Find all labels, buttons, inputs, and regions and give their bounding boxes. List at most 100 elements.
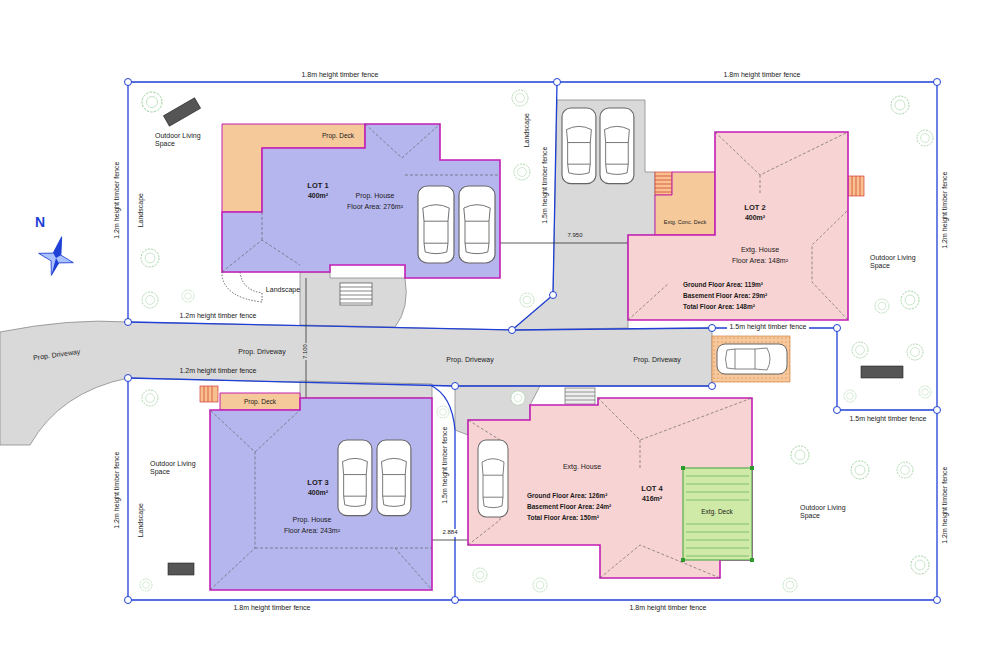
- label-slot: Outdoor Living Space: [870, 254, 928, 271]
- fence-post: [934, 79, 941, 86]
- tree: [182, 290, 194, 302]
- tree: [511, 391, 525, 405]
- label-slot: 2.884: [441, 529, 458, 536]
- text-slot: LOT 4: [641, 484, 662, 493]
- lot-text: Extg. House: [563, 463, 601, 471]
- label-slot: Outdoor Living Space: [800, 504, 858, 521]
- timber-fence: [128, 82, 937, 600]
- plan-label: Landscape: [137, 193, 145, 227]
- fence-post: [709, 383, 716, 390]
- lot-text: Extg. Conc. Deck: [664, 219, 707, 226]
- car: [478, 440, 508, 517]
- tree: [891, 96, 909, 114]
- footprint-outline: [628, 132, 848, 320]
- plan-label: 1.8m height timber fence: [629, 604, 706, 612]
- lot-text: Prop. Deck: [244, 398, 276, 406]
- text-slot: Extg. House: [741, 246, 779, 254]
- label-slot: 1.8m height timber fence: [723, 71, 800, 79]
- lot-text: Total Floor Area: 150m²: [527, 514, 599, 522]
- deck-area: Prop. Deck: [220, 393, 300, 410]
- tree: [911, 556, 929, 574]
- text-slot: Extg. Conc. Deck: [664, 219, 707, 226]
- plan-label: Prop. Driveway: [33, 348, 81, 363]
- driveway: [300, 272, 406, 327]
- parking-pad: [712, 336, 790, 382]
- fence-post: [550, 292, 557, 299]
- footprint-fill: [628, 132, 848, 320]
- stairs: [655, 172, 672, 195]
- tree: [514, 164, 530, 180]
- text-slot: LOT 2: [744, 203, 765, 212]
- roof-line: [365, 124, 440, 158]
- deck-area: Extg. Conc. Deck: [655, 172, 715, 235]
- label-slot: 7.950: [567, 232, 582, 239]
- tree: [473, 568, 487, 582]
- plan-label: 1.5m height timber fence: [442, 426, 450, 503]
- lot-text: Floor Area: 243m²: [284, 527, 340, 535]
- north-arrow: [34, 232, 79, 280]
- north-arrow: [34, 232, 79, 280]
- plan-label: Outdoor Living Space: [800, 504, 858, 521]
- roof-line: [715, 132, 848, 175]
- label-slot: Landscape: [137, 193, 145, 227]
- roof-line: [760, 175, 761, 195]
- plan-label: Outdoor Living Space: [155, 132, 213, 149]
- text-slot: LOT 3: [307, 478, 328, 487]
- car: [377, 440, 411, 516]
- tree: [917, 130, 933, 146]
- label-slot: 1.2m height timber fence: [942, 466, 950, 543]
- label-slot: 1.2m height timber fence: [942, 171, 950, 248]
- text-slot: Ground Floor Area: 119m²: [683, 281, 763, 289]
- stairs: [204, 386, 212, 402]
- landscape-patio: [222, 272, 262, 302]
- north-label: N: [35, 214, 45, 231]
- label-slot: Landscape: [266, 286, 300, 294]
- plan-label: 1.2m height timber fence: [114, 161, 122, 238]
- outdoor-bench: [861, 366, 903, 378]
- fence-post: [709, 325, 716, 332]
- plan-label: 1.5m height timber fence: [727, 323, 808, 331]
- stairs: [200, 386, 218, 402]
- plan-label: Landscape: [137, 503, 145, 537]
- lot-text: Total Floor Area: 148m²: [683, 303, 755, 311]
- tree: [520, 293, 534, 307]
- plan-label: 1.2m height timber fence: [942, 466, 950, 543]
- fence-post: [125, 79, 941, 604]
- text-slot: Floor Area: 148m²: [732, 257, 788, 265]
- tree: [901, 291, 919, 309]
- label-slot: 1.5m height timber fence: [542, 146, 550, 223]
- house-footprint: LOT 3400m²Prop. HouseFloor Area: 243m²: [210, 398, 432, 590]
- stairs: [565, 392, 595, 400]
- tree: [851, 461, 869, 479]
- fence-post: [452, 383, 459, 390]
- fence-post: [934, 407, 941, 414]
- label-slot: 1.5m height timber fence: [849, 415, 926, 423]
- text-slot: Floor Area: 276m²: [347, 203, 403, 211]
- car: [717, 344, 787, 374]
- text-slot: Prop. House: [293, 516, 332, 524]
- lot-text: Basement Floor Area: 24m²: [527, 503, 611, 511]
- tree: [142, 92, 162, 112]
- text-slot: Basement Floor Area: 29m²: [683, 292, 767, 300]
- plan-label: 1.5m height timber fence: [542, 146, 550, 223]
- fence-post: [125, 597, 132, 604]
- text-slot: 400m²: [745, 214, 765, 222]
- label-slot: 1.2m height timber fence: [114, 451, 122, 528]
- tree: [897, 462, 913, 478]
- lot-text: Floor Area: 276m²: [347, 203, 403, 211]
- roof-line: [628, 284, 668, 320]
- tree: [142, 390, 158, 406]
- plan-label: Prop. Driveway: [446, 356, 493, 364]
- deck-corner: [750, 558, 754, 562]
- dimension-line: [500, 243, 628, 244]
- tree: [142, 292, 158, 308]
- stairs: [565, 388, 595, 404]
- parking-pad: [712, 336, 790, 382]
- text-slot: Extg. House: [563, 463, 601, 471]
- outdoor-bench: [168, 563, 194, 575]
- lot-text: 416m²: [642, 495, 662, 503]
- fence-post: [125, 319, 132, 326]
- dimension-value: 7.100: [302, 343, 309, 360]
- lot-text: LOT 1: [307, 181, 328, 190]
